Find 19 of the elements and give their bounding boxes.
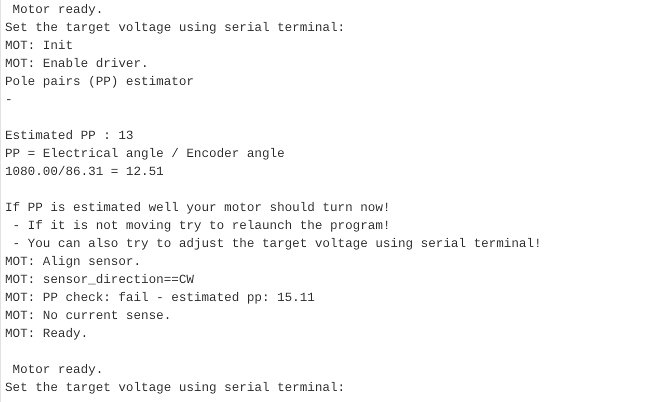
terminal-output-line: - If it is not moving try to relaunch the program!: [12, 218, 390, 234]
terminal-output-line: Set the target voltage using serial terminal:: [5, 380, 346, 396]
terminal-output-line: Estimated PP : 13: [5, 128, 134, 144]
terminal-output-line: - You can also try to adjust the target voltage using serial terminal!: [12, 236, 542, 252]
terminal-output-line: Motor ready.: [12, 2, 104, 18]
terminal-output-line: -: [5, 92, 13, 108]
terminal-output-line: MOT: PP check: fail - estimated pp: 15.11: [5, 290, 315, 306]
terminal-output-line: 1080.00/86.31 = 12.51: [5, 164, 164, 180]
terminal-output-line: Motor ready.: [12, 362, 104, 378]
terminal-output-line: MOT: Init: [5, 38, 74, 54]
terminal-output-line: MOT: Ready.: [5, 326, 88, 342]
terminal-output-line: Pole pairs (PP) estimator: [5, 74, 194, 90]
terminal-output-line: MOT: sensor_direction==CW: [5, 272, 194, 288]
terminal-output-line: If PP is estimated well your motor should turn now!: [5, 200, 390, 216]
terminal-output-line: MOT: Enable driver.: [5, 56, 149, 72]
terminal-output-line: PP = Electrical angle / Encoder angle: [5, 146, 285, 162]
terminal-output-line: Set the target voltage using serial terminal:: [5, 20, 346, 36]
terminal-output-line: MOT: Align sensor.: [5, 254, 142, 270]
terminal-output-line: MOT: No current sense.: [5, 308, 172, 324]
